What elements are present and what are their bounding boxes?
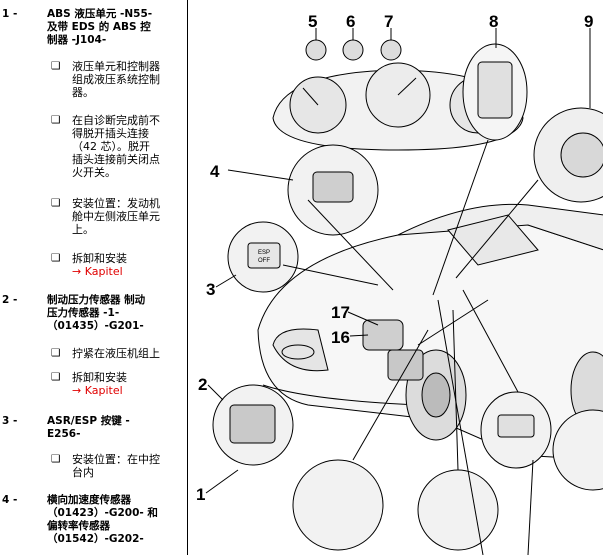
bullet-icon: ❑ <box>51 60 60 72</box>
item-number: 2 - <box>2 294 17 307</box>
text-line: 拧紧在液压机组上 <box>72 347 184 360</box>
callout-4: 4 <box>210 162 220 181</box>
warning-lamp-6-icon <box>343 40 363 60</box>
text-line: 拆卸和安装 <box>72 371 184 384</box>
callout-1: 1 <box>196 485 205 504</box>
warning-lamp-5-icon <box>306 40 326 60</box>
bullet-text: 安装位置：发动机 舱中左侧液压单元 上。 <box>72 197 184 236</box>
wheel-speed-sensor-front-detail <box>293 460 383 550</box>
text-line: 在自诊断完成前不 <box>72 114 184 127</box>
component-location-figure: ESP OFF 1 2 3 4 5 6 7 8 9 16 17 <box>187 0 603 555</box>
title-line: ABS 液压单元 -N55- <box>47 8 181 21</box>
title-line: 压力传感器 -1- <box>47 307 181 320</box>
callout-3: 3 <box>206 280 215 299</box>
item-title: 制动压力传感器 制动 压力传感器 -1- （01435）-G201- <box>47 294 181 333</box>
bullet-text: 安装位置：在中控 台内 <box>72 453 184 479</box>
item-title: ABS 液压单元 -N55- 及带 EDS 的 ABS 控 制器 -J104- <box>47 8 181 47</box>
brake-booster <box>363 320 403 350</box>
title-line: （01542）-G202- <box>47 533 181 546</box>
title-line: E256- <box>47 428 181 441</box>
bullet-icon: ❑ <box>51 197 60 209</box>
bullet-text: 拧紧在液压机组上 <box>72 347 184 360</box>
text-line: 插头连接前关闭点 <box>72 153 184 166</box>
brake-pedal-switch-detail <box>418 470 498 550</box>
title-line: 及带 EDS 的 ABS 控 <box>47 21 181 34</box>
text-line: 拆卸和安装 <box>72 252 184 265</box>
parts-list: 1 - ABS 液压单元 -N55- 及带 EDS 的 ABS 控 制器 -J1… <box>0 0 186 555</box>
esp-label: ESP <box>258 250 270 256</box>
bullet-text: 液压单元和控制器 组成液压系统控制 器。 <box>72 60 184 99</box>
text-line: 器。 <box>72 86 184 99</box>
title-line: 偏转率传感器 <box>47 520 181 533</box>
item-number: 1 - <box>2 8 17 21</box>
off-label: OFF <box>258 258 270 264</box>
text-line: 舱中左侧液压单元 <box>72 210 184 223</box>
title-line: （01435）-G201- <box>47 320 181 333</box>
item-number: 4 - <box>2 494 17 507</box>
callout-5: 5 <box>308 12 317 31</box>
text-line: 液压单元和控制器 <box>72 60 184 73</box>
bullet-icon: ❑ <box>51 114 60 126</box>
text-line: 安装位置：发动机 <box>72 197 184 210</box>
callout-7: 7 <box>384 12 393 31</box>
text-line: 得脱开插头连接 <box>72 127 184 140</box>
text-line: 火开关。 <box>72 166 184 179</box>
text-line: 上。 <box>72 223 184 236</box>
item-title: ASR/ESP 按键 - E256- <box>47 415 181 441</box>
callout-8: 8 <box>489 12 498 31</box>
callout-2: 2 <box>198 375 207 394</box>
callout-9: 9 <box>584 12 593 31</box>
text-line: 安装位置：在中控 <box>72 453 184 466</box>
bullet-icon: ❑ <box>51 371 60 383</box>
bullet-icon: ❑ <box>51 252 60 264</box>
text-line: （42 芯）。脱开 <box>72 140 184 153</box>
kapitel-link[interactable]: → Kapitel <box>72 384 184 397</box>
bullet-text: 在自诊断完成前不 得脱开插头连接 （42 芯）。脱开 插头连接前关闭点 火开关。 <box>72 114 184 179</box>
title-line: ASR/ESP 按键 - <box>47 415 181 428</box>
vehicle-illustration: ESP OFF 1 2 3 4 5 6 7 8 9 16 17 <box>188 0 603 555</box>
bullet-icon: ❑ <box>51 453 60 465</box>
item-number: 3 - <box>2 415 17 428</box>
title-line: （01423）-G200- 和 <box>47 507 181 520</box>
text-line: 台内 <box>72 466 184 479</box>
bullet-icon: ❑ <box>51 347 60 359</box>
bullet-text: 拆卸和安装 → Kapitel <box>72 371 184 397</box>
bullet-text: 拆卸和安装 → Kapitel <box>72 252 184 278</box>
item-title: 横向加速度传感器 （01423）-G200- 和 偏转率传感器 （01542）-… <box>47 494 181 546</box>
callout-17: 17 <box>331 303 350 322</box>
title-line: 横向加速度传感器 <box>47 494 181 507</box>
title-line: 制动压力传感器 制动 <box>47 294 181 307</box>
abs-unit-in-car <box>388 350 423 380</box>
callout-16: 16 <box>331 328 350 347</box>
kapitel-link[interactable]: → Kapitel <box>72 265 184 278</box>
callout-6: 6 <box>346 12 355 31</box>
text-line: 组成液压系统控制 <box>72 73 184 86</box>
title-line: 制器 -J104- <box>47 34 181 47</box>
warning-lamp-7-icon <box>381 40 401 60</box>
